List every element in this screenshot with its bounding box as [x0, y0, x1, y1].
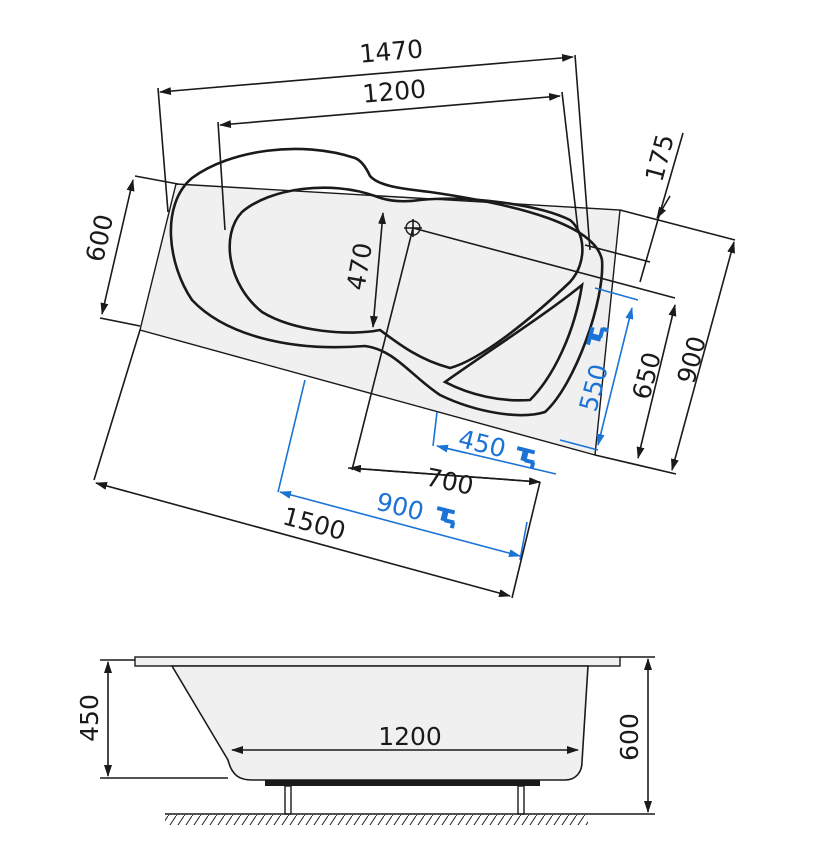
dim-top-width: 1470 [358, 34, 424, 68]
side-view: 450 1200 600 [75, 656, 655, 825]
dim-line-1200-top [219, 92, 561, 129]
tub-inner-outline [228, 186, 584, 370]
dim-offset: 175 [640, 131, 680, 185]
side-rim [134, 656, 621, 667]
dim-line-700 [349, 464, 541, 486]
top-view: 1470 1200 175 600 470 900 650 550 [80, 34, 736, 599]
dim-right-depth-inner: 650 [627, 349, 667, 403]
side-foot-left [284, 785, 292, 815]
dim-line-1470 [159, 53, 574, 96]
tub-rim [139, 183, 621, 456]
seat-ledge [442, 281, 584, 402]
faucet-icon [436, 506, 456, 529]
dim-line-550 [596, 307, 634, 446]
dim-tap-width-long: 900 [373, 487, 426, 527]
center-axis [412, 227, 676, 299]
faucet-icon [586, 326, 609, 346]
dim-left-height: 450 [75, 694, 104, 742]
dim-line-470 [369, 212, 387, 328]
dim-mid-width: 700 [423, 463, 476, 501]
faucet-icon [516, 446, 536, 469]
dim-line-600 [100, 179, 135, 315]
dim-right-depth-outer: 900 [672, 333, 712, 387]
dim-line-900-right [671, 241, 735, 471]
dim-inner-width: 1200 [361, 74, 427, 108]
floor-hatch [165, 815, 588, 825]
tub-outer-outline [169, 147, 604, 417]
dim-tap-width: 450 [455, 424, 508, 464]
dim-line-650 [636, 304, 677, 459]
dim-left-depth: 600 [80, 212, 119, 265]
dim-line-1500 [95, 482, 511, 597]
center-axis-down [351, 227, 414, 471]
dim-right-height: 600 [615, 713, 644, 761]
side-base-plate [265, 780, 540, 786]
dim-inner-length: 1200 [378, 722, 442, 751]
side-foot-right [517, 785, 525, 815]
